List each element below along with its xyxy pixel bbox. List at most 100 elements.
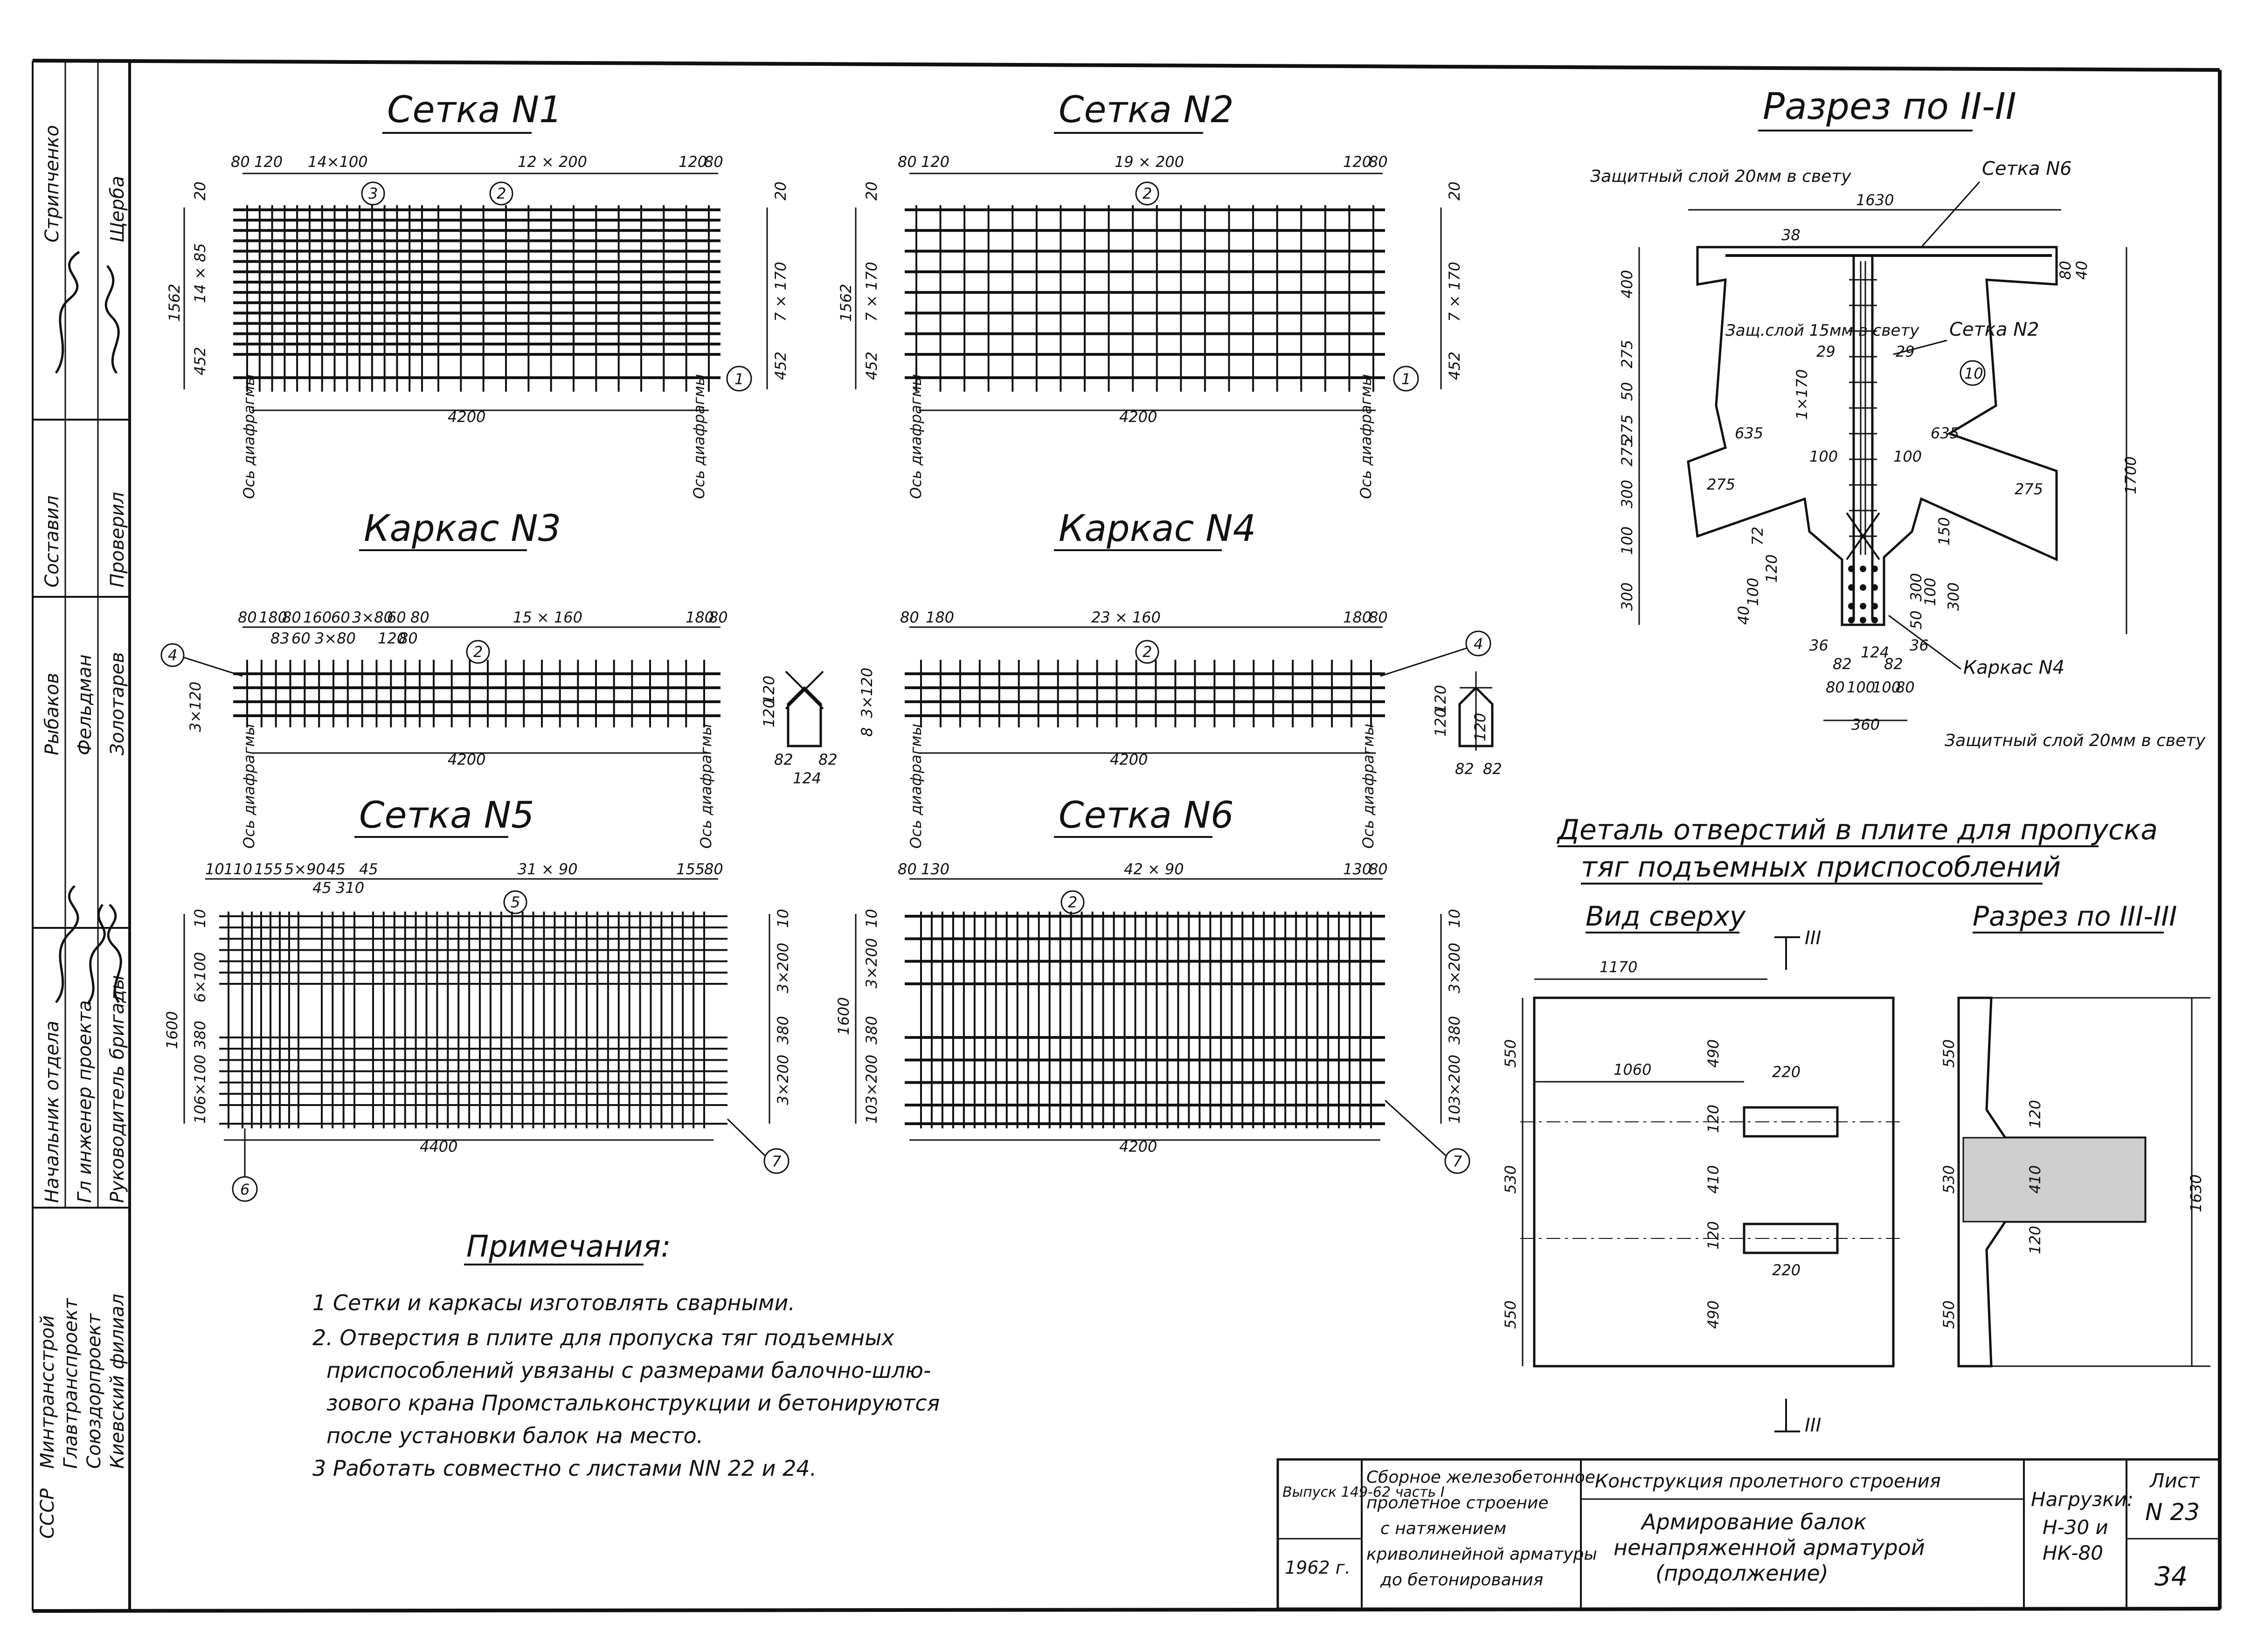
setka-5-drawing: Сетка N5 10 110 155 5×90 45 45 310 45 31… [163, 795, 792, 1202]
k3-top2-dim-1: 60 [291, 629, 311, 647]
plan-section-mark-bottom: III [1805, 1415, 1821, 1436]
s1-callout-2-text: 2 [497, 185, 506, 202]
setka-2-mesh [905, 205, 1385, 392]
k3-cross-section: 120 120 82 82 124 [760, 670, 838, 787]
s5-top-dim-10: 80 [704, 860, 723, 878]
r2-bottom-7: 100 [1872, 678, 1901, 696]
s2-axis-left: Ось диафрагмы [907, 374, 925, 499]
k3-top-dim-10: 80 [709, 608, 728, 626]
r2-bottom-8: 80 [1896, 678, 1915, 696]
s2-callout-2 [1135, 181, 1159, 206]
detail-title-1: Деталь отверстий в плите для пропуска [1556, 814, 2158, 846]
s5-right-dim-2: 380 [774, 1016, 792, 1044]
r2-left-1: 275 [1618, 340, 1636, 368]
s6-left-dim-0: 10 [863, 909, 880, 928]
rebar-dot [1848, 603, 1855, 609]
rebar-dot [1871, 617, 1878, 623]
r2-side-4: 100 [1809, 448, 1838, 465]
plan-dim-6: 410 [1704, 1165, 1722, 1194]
r2-side-21: 1×170 [1793, 369, 1811, 420]
rebar-dot [1871, 603, 1878, 609]
tb-desc-0: Сборное железобетонное [1366, 1468, 1595, 1487]
s1-callout-1-text: 1 [734, 370, 744, 388]
r2-bottom-2: 124 [1861, 643, 1889, 661]
section-hatch [1962, 1137, 2146, 1223]
r2-side-8: 38 [1781, 226, 1801, 244]
s5-top-dim-0: 10 [205, 860, 224, 878]
plan-dim-4: 490 [1704, 1039, 1722, 1068]
k3-top2-dim-3: 120 [378, 629, 406, 647]
k3-sec-2: 82 [774, 751, 793, 768]
detail-title-2: тяг подъемных приспособлений [1581, 851, 2061, 884]
rebar-dot [1860, 603, 1866, 609]
notes-title: Примечания: [466, 1230, 671, 1264]
k3-sec-3: 82 [818, 751, 838, 768]
s6-top-dim-3: 130 [1343, 860, 1371, 878]
stamp-role-brigade: Руководитель бригады [107, 975, 128, 1203]
r2-side-6: 29 [1816, 343, 1835, 360]
s6-callout-7-text: 7 [1453, 1153, 1462, 1170]
setka-5-title: Сетка N5 [359, 795, 534, 836]
s2-callout-1-text: 1 [1401, 370, 1411, 388]
stamp-role-chief: Гл инженер проекта [74, 1000, 96, 1203]
s5-top-dim-1: 110 [224, 860, 252, 878]
sec3-dim-1: 120 [2026, 1100, 2044, 1128]
k3-top-dim-4: 60 [331, 608, 350, 626]
karkas-3-cage [233, 660, 720, 727]
setka-1-drawing: Сетка N1 80 120 14×100 12 × 200 120 80 1… [166, 89, 790, 499]
r2-label-setka2: Сетка N2 [1949, 319, 2039, 340]
s1-callout-3 [361, 181, 385, 206]
stamp-name-strip: Стрипченко [42, 125, 63, 242]
plan-dim-2: 220 [1772, 1063, 1801, 1081]
s1-callout-1 [726, 366, 752, 392]
s5-top-dim-7: 45 [312, 879, 332, 897]
s5-callout-7-text: 7 [772, 1153, 782, 1170]
k4-sec-3: 82 [1455, 760, 1474, 778]
sec3-dim-2: 410 [2026, 1165, 2044, 1194]
sheet-frame [32, 59, 2222, 1613]
k4-top-dim-3: 180 [1343, 608, 1371, 626]
k4-callout-4-text: 4 [1474, 635, 1483, 653]
s6-right-dim-4: 10 [1446, 1105, 1463, 1124]
s5-left-dim-2: 380 [191, 1021, 209, 1049]
s6-left-dim-5: 10 [863, 1105, 880, 1124]
s1-left-dim-3: 452 [191, 347, 209, 375]
k4-cross-section: 120 120 120 82 82 [1432, 671, 1502, 778]
r2-left-4: 275 [1618, 438, 1636, 466]
razrez-3-title: Разрез по III-III [1973, 900, 2177, 932]
k4-axis-right: Ось диафрагмы [1359, 724, 1377, 849]
r2-label-cover-mid: Защ.слой 15мм в свету [1725, 321, 1919, 340]
r2-top-dim: 1630 [1856, 191, 1894, 209]
s5-top-dim-4: 45 [326, 860, 346, 878]
s5-callout-5 [503, 890, 527, 914]
s6-top-dim-0: 80 [898, 860, 917, 878]
stamp-name-zolotarev: Золотарев [107, 652, 128, 755]
tb-sheet-label: Лист [2149, 1469, 2200, 1492]
k4-callout-2 [1135, 640, 1159, 664]
rebar-dot [1848, 617, 1855, 623]
r2-left-3: 275 [1618, 415, 1636, 443]
k3-top2-dim-2: 3×80 [315, 629, 356, 647]
vid-sverhu-title: Вид сверху [1586, 900, 1746, 932]
stamp-org-1: Минтрансстрой [37, 1315, 58, 1469]
s2-left-dim-0: 20 [863, 181, 880, 200]
r2-left-0: 400 [1618, 270, 1636, 298]
stamp-org-3: Союздорпроект [83, 1313, 105, 1469]
plan-dim-9: 550 [1502, 1039, 1519, 1068]
signature-4 [87, 904, 106, 1003]
s5-left-dim-1: 6×100 [191, 952, 209, 1002]
sec3-dim-5: 550 [1940, 1300, 1958, 1329]
r2-bottom-6: 100 [1847, 678, 1875, 696]
k3-top-dim-2: 80 [282, 608, 301, 626]
r2-bottom-4: 36 [1910, 636, 1929, 654]
sec3-dim-4: 530 [1940, 1165, 1958, 1194]
left-stamp: Стрипченко Щерба Составил Проверил Рыбак… [32, 61, 130, 1611]
stamp-role-head: Начальник отдела [42, 1021, 63, 1203]
k4-sec-2: 120 [1471, 713, 1489, 741]
s1-top-dim-1: 120 [254, 153, 283, 171]
plan-view-drawing: III III 1170 1060 220 220 490 120 410 12… [1502, 927, 1903, 1436]
r2-side-15: 300 [1945, 582, 1962, 611]
k3-axis-left: Ось диафрагмы [240, 724, 258, 849]
tb-name-0: Армирование балок [1640, 1509, 1867, 1534]
